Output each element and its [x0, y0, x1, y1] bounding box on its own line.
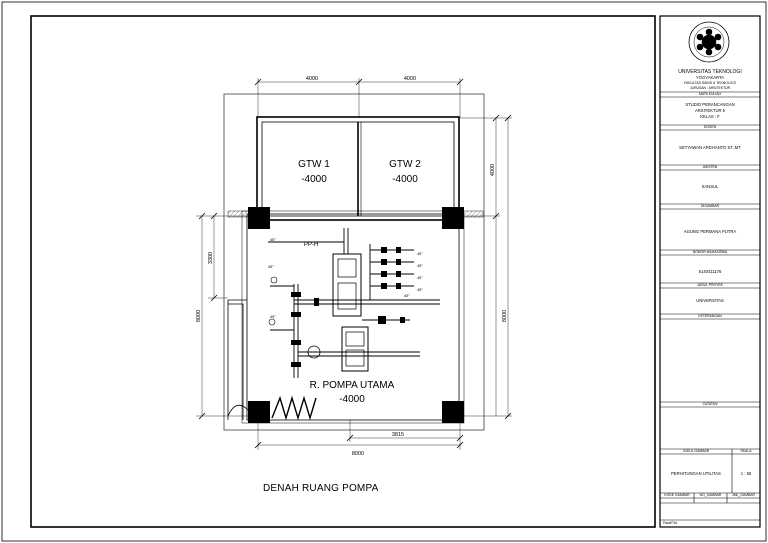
tb-designer: AGUNG PERMANA PUTRA — [683, 229, 737, 234]
gtw1-label: GTW 1 — [298, 159, 330, 170]
tb-assistant-label: ASISTEN — [702, 165, 718, 169]
tb-drawing-title-label: JUDUL GAMBAR — [682, 449, 710, 453]
tb-subject-3: KELAS : F — [700, 114, 720, 119]
dim-top-right: 4000 — [404, 76, 416, 82]
tb-subject-label: MATA KULIAH — [699, 92, 721, 96]
dim-left-upper: 3300 — [208, 252, 214, 264]
pipe-tag: 45° — [417, 252, 423, 256]
flexible-hose-symbol — [271, 395, 317, 421]
tb-catatan-label: CATATAN — [702, 402, 718, 406]
valves — [291, 247, 405, 367]
tb-scale: 1 : 50 — [740, 471, 752, 476]
drawing-title: DENAH RUANG POMPA — [263, 483, 379, 494]
tb-subject-2: ARSITEKTUR 5 — [694, 108, 726, 113]
pump-unit-2 — [341, 326, 369, 372]
pump-room-wall — [246, 213, 460, 421]
column — [442, 401, 464, 423]
tb-project-label: JUDUL PROYEK — [697, 283, 723, 287]
tb-drawing-title: PERHITUNGAN UTILITAS — [671, 471, 721, 476]
tb-student-id: 5140411176 — [698, 269, 722, 274]
tb-lecturer-label: DOSEN — [703, 125, 717, 129]
tb-student-id-label: NOMOR MAHASISWA — [692, 250, 728, 254]
column — [442, 207, 464, 229]
tb-project: UNIVERSITAS — [696, 298, 724, 303]
pump-unit-1 — [332, 253, 362, 317]
pipe-tag: 45° — [268, 265, 274, 269]
gtw2-label: GTW 2 — [389, 159, 421, 170]
gauge — [307, 345, 321, 359]
dim-right-upper: 4000 — [490, 164, 496, 176]
tb-notes-label: KETERANGAN — [698, 314, 722, 318]
tb-subject-1: STUDIO PERANCANGAN — [685, 102, 735, 107]
pump-room-label: R. POMPA UTAMA — [310, 380, 395, 391]
tb-assistant: SANSUL — [701, 184, 719, 189]
tb-city: YOGYAKARTA — [695, 75, 725, 80]
tb-department: JURUSAN : ARSITEKTUR — [689, 86, 731, 90]
pipe-tag: 45° — [417, 264, 423, 268]
door-swing — [227, 404, 249, 417]
dim-top-left: 4000 — [306, 76, 318, 82]
pipe-tag: 45° — [270, 315, 276, 319]
dim-right-full: 8000 — [502, 310, 508, 322]
column — [248, 207, 270, 229]
tb-code-label: KODE GAMBAR — [664, 493, 690, 497]
tb-scale-label: SKALA — [740, 449, 752, 453]
tb-count-label: JML_GAMBAR — [732, 493, 755, 497]
tb-no-label: NO_GAMBAR — [699, 493, 722, 497]
tb-university: UNIVERSITAS TEKNOLOGI — [678, 69, 742, 75]
university-logo — [688, 21, 730, 63]
dimension-ticks — [198, 78, 512, 449]
dimension-lines — [196, 78, 512, 450]
title-block — [660, 21, 760, 521]
tb-bottom-label: Paraf/Ttd — [663, 521, 677, 525]
dim-left-full: 8000 — [196, 310, 202, 322]
tb-lecturer: SETYAWAN ARDHANTO ST.,MT — [679, 145, 741, 150]
floor-plan: 4000 4000 4000 8000 3300 8000 8000 3815 … — [196, 76, 512, 457]
dim-bottom-full: 8000 — [352, 451, 364, 457]
column — [248, 401, 270, 423]
pipe-tag: 45° — [417, 288, 423, 292]
pump-piping — [268, 228, 440, 378]
pipe-tag: 45° — [417, 276, 423, 280]
gtw2-level: -4000 — [392, 174, 418, 185]
tb-faculty: FAKULTAS SAINS & TEKNOLOGI — [684, 81, 736, 85]
gtw1-level: -4000 — [301, 174, 327, 185]
dim-bottom-inner: 3815 — [392, 432, 404, 438]
pump-tag: PP-H — [304, 242, 318, 248]
pipe-tag: 45° — [404, 294, 410, 298]
drawing-frame — [30, 15, 656, 528]
tb-designer-label: DIGAMBAR — [700, 204, 720, 208]
pump-room-level: -4000 — [339, 394, 365, 405]
title-block-frame — [659, 15, 761, 528]
pipe-tag: 45° — [270, 238, 276, 242]
site-outline — [223, 93, 485, 431]
gtw-tanks-wall — [256, 116, 460, 221]
